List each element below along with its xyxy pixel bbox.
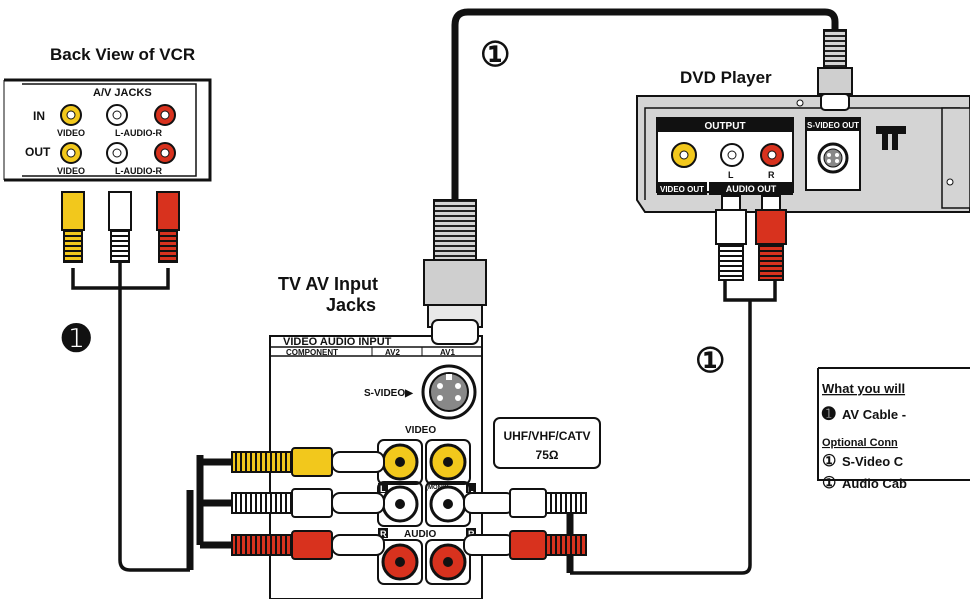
- tv-av2-video-jack: [377, 439, 423, 485]
- tv-red-plug: [231, 530, 385, 560]
- svideo-cable-wire: [451, 8, 839, 200]
- tv-av1-audio-r-jack: [425, 539, 471, 585]
- vcr-out-video-label: VIDEO: [57, 166, 85, 176]
- dvd-audio-cable-wire: [570, 280, 777, 575]
- tv-audio-label: AUDIO: [404, 529, 436, 540]
- vcr-in-audio-label: L-AUDIO-R: [115, 128, 162, 138]
- dvd-antenna-icon: [876, 126, 906, 150]
- dvd-audio-l-jack: [720, 143, 744, 167]
- dvd-title: DVD Player: [680, 68, 772, 87]
- vcr-yellow-plug: [61, 191, 85, 263]
- vcr-plugs: [61, 191, 180, 263]
- dvd-player: DVD Player OUTPUT L R VIDEO OUT AUDIO OU…: [636, 68, 970, 213]
- vcr-in-video-jack: [60, 104, 82, 126]
- vcr-out-audio-l-jack: [106, 142, 128, 164]
- vcr-red-plug: [156, 191, 180, 263]
- vcr-in-audio-r-jack: [154, 104, 176, 126]
- vcr-in-video-label: VIDEO: [57, 128, 85, 138]
- tv-right-plugs: [463, 488, 587, 560]
- tv-white-plug: [231, 488, 385, 518]
- dvd-white-plug: [715, 195, 747, 281]
- tv-header-label: VIDEO AUDIO INPUT: [283, 336, 392, 348]
- tv-svideo-jack: [421, 364, 477, 420]
- tv-av2-l-label: L: [380, 484, 386, 494]
- dvd-svideo-plug: [817, 29, 853, 111]
- vcr-out-label: OUT: [25, 145, 51, 159]
- marker-av-cable: ➊: [61, 320, 91, 358]
- legend-title: What you will: [822, 381, 905, 396]
- vcr-white-plug: [108, 191, 132, 263]
- vcr-av-jacks-label: A/V JACKS: [93, 87, 152, 99]
- tv-title-line1: TV AV Input: [278, 274, 378, 294]
- tv-svideo-label: S-VIDEO▶: [364, 388, 414, 399]
- vcr-in-audio-l-jack: [106, 104, 128, 126]
- legend-item2: S-Video C: [842, 454, 904, 469]
- vcr-panel: Back View of VCR A/V JACKS IN OUT VIDEO …: [3, 45, 212, 182]
- uhf-label-line1: UHF/VHF/CATV: [503, 429, 590, 443]
- vcr-av-cable-wire: [71, 262, 190, 572]
- dvd-svideo-out-label: S-VIDEO OUT: [807, 121, 859, 130]
- tv-av1-r-label: R: [468, 529, 475, 539]
- dvd-r-label: R: [768, 170, 775, 180]
- legend-item2-marker: ①: [822, 453, 836, 470]
- legend-item3-marker: ①: [822, 475, 836, 492]
- marker-audio-cable: ①: [695, 342, 725, 380]
- tv-av2-audio-r-jack: [377, 539, 423, 585]
- uhf-connector-box: UHF/VHF/CATV 75Ω: [493, 417, 601, 469]
- legend-box: What you will ➊ AV Cable - Optional Conn…: [817, 367, 970, 492]
- tv-svideo-plug: [423, 199, 487, 345]
- tv-title-line2: Jacks: [326, 295, 376, 315]
- vcr-in-label: IN: [33, 109, 45, 123]
- tv-col-av2: AV2: [385, 348, 401, 357]
- dvd-svideo-out-jack: [817, 142, 849, 174]
- dvd-output-label: OUTPUT: [704, 121, 745, 132]
- dvd-red-plug: [755, 195, 787, 281]
- dvd-audio-out-label: AUDIO OUT: [726, 184, 777, 194]
- tv-col-component: COMPONENT: [286, 348, 338, 357]
- vcr-out-audio-r-jack: [154, 142, 176, 164]
- tv-right-red-plug: [463, 530, 587, 560]
- tv-mono-label: (MONO): [426, 485, 449, 491]
- legend-item3: Audio Cab: [842, 476, 907, 491]
- tv-left-plugs: [231, 447, 385, 560]
- dvd-video-out-label: VIDEO OUT: [660, 185, 704, 194]
- uhf-label-line2: 75Ω: [536, 448, 559, 462]
- legend-item1: AV Cable -: [842, 407, 906, 422]
- tv-right-white-plug: [463, 488, 587, 518]
- legend-optional: Optional Conn: [822, 437, 898, 449]
- vcr-out-video-jack: [60, 142, 82, 164]
- marker-svideo-cable: ①: [480, 36, 510, 74]
- legend-item1-marker: ➊: [821, 406, 836, 423]
- tv-av1-video-jack: [425, 439, 471, 485]
- vcr-title: Back View of VCR: [50, 45, 195, 64]
- tv-video-label: VIDEO: [405, 425, 436, 436]
- dvd-audio-r-jack: [760, 143, 784, 167]
- tv-col-av1: AV1: [440, 348, 456, 357]
- dvd-audio-plugs: [715, 195, 787, 281]
- vcr-out-audio-label: L-AUDIO-R: [115, 166, 162, 176]
- tv-yellow-plug: [231, 447, 385, 477]
- dvd-video-out-jack: [671, 142, 697, 168]
- dvd-l-label: L: [728, 170, 734, 180]
- tv-av2-r-label: R: [380, 529, 387, 539]
